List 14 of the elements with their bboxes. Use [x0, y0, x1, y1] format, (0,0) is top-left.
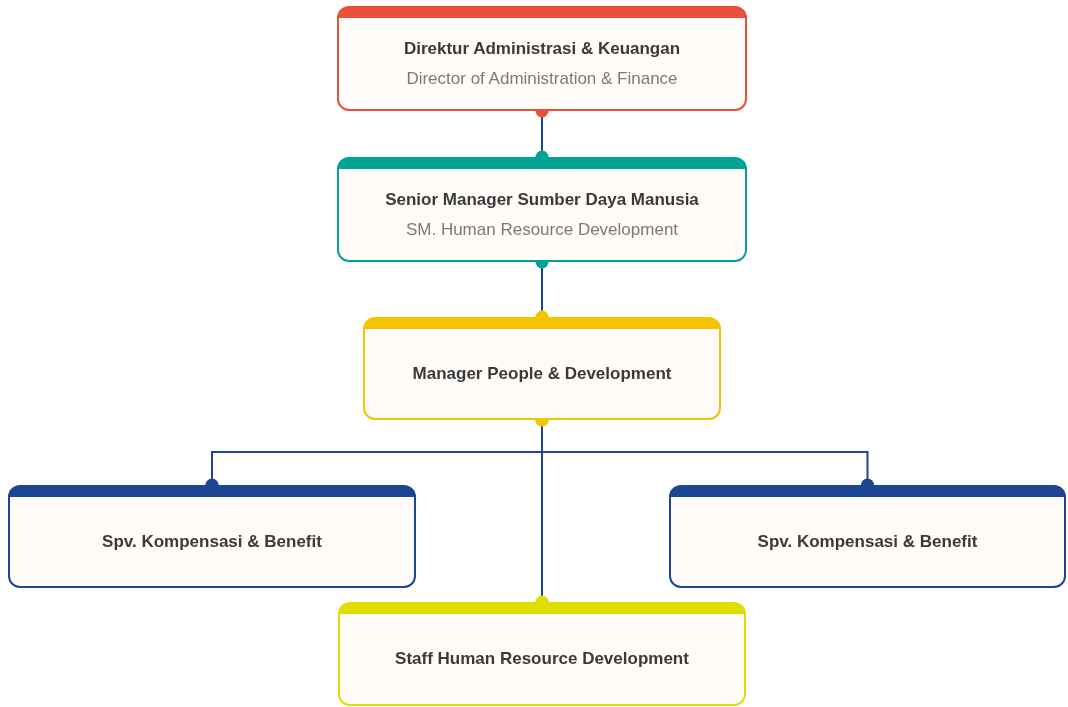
role-title: Spv. Kompensasi & Benefit — [757, 530, 978, 553]
org-box — [338, 602, 746, 706]
role-subtitle: SM. Human Resource Development — [405, 218, 679, 241]
org-box — [669, 485, 1066, 588]
role-title: Staff Human Resource Development — [395, 648, 689, 671]
role-title: Spv. Kompensasi & Benefit — [102, 530, 322, 553]
org-box — [337, 157, 747, 262]
role-subtitle: Director of Administration & Finance — [406, 67, 678, 90]
role-title: Manager People & Development — [412, 362, 672, 385]
role-title: Senior Manager Sumber Daya Manusia — [385, 189, 699, 211]
role-title: Direktur Administrasi & Keuangan — [403, 38, 681, 60]
org-box — [337, 6, 747, 111]
org-box — [363, 317, 721, 420]
org-box — [8, 485, 416, 588]
